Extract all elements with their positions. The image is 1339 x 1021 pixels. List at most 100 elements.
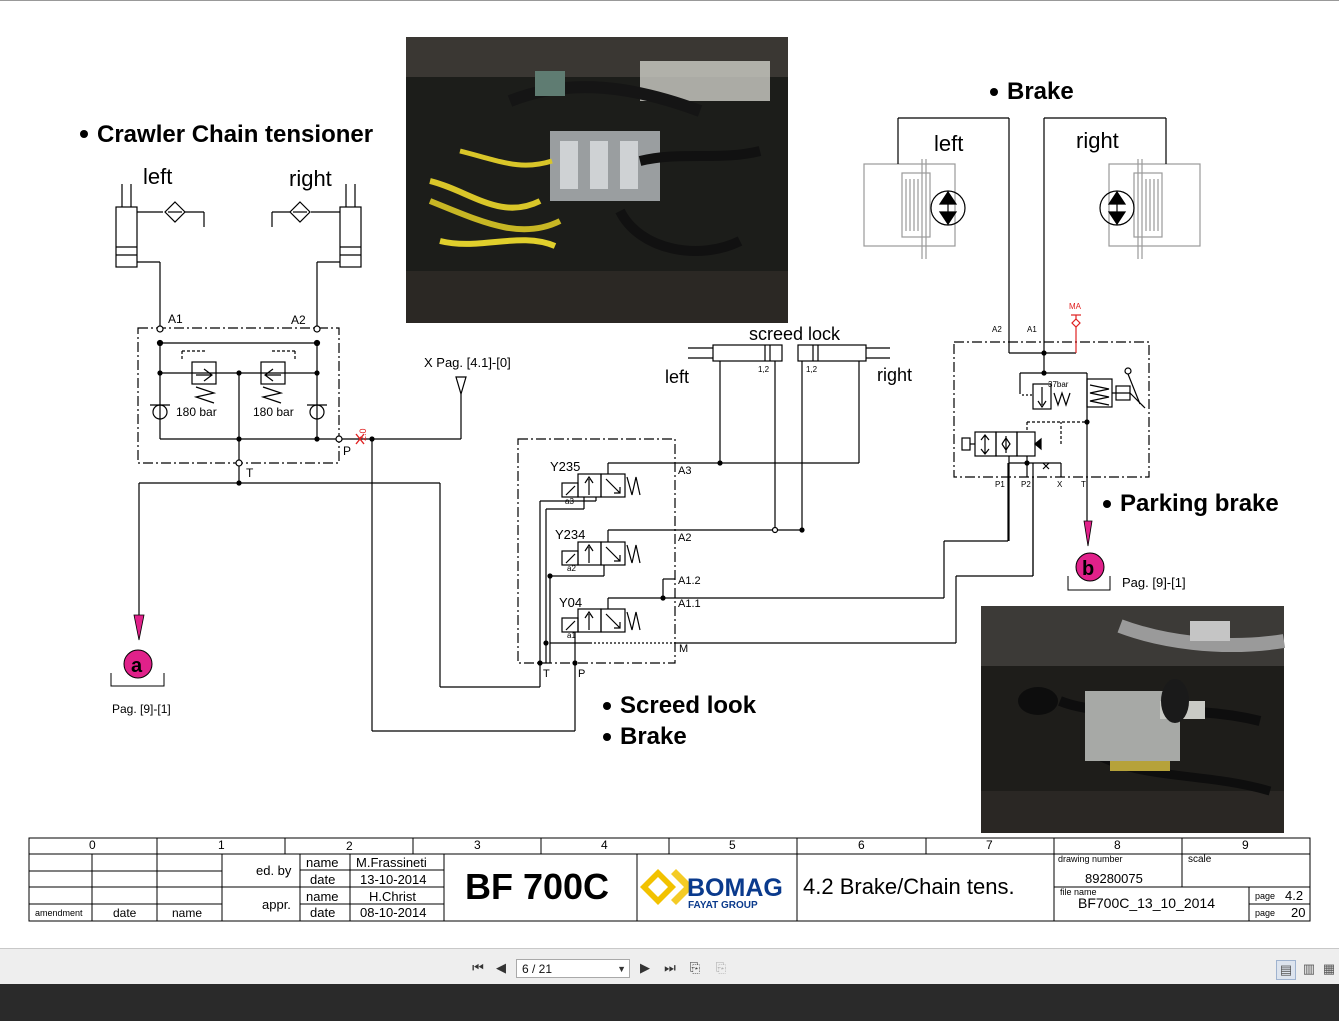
valve-y234: Y234 (555, 527, 585, 542)
page-indicator: 6 / 21 (522, 962, 553, 976)
bottom-bar (0, 984, 1339, 1021)
red-x-mark (355, 433, 365, 445)
last-page-icon[interactable]: ⏭ (664, 960, 676, 975)
file-name-label: file name (1060, 887, 1097, 897)
port-t: T (246, 466, 254, 480)
coil-a2: a2 (567, 564, 576, 573)
brake-right-label: right (1076, 128, 1119, 153)
page-label-1: page (1255, 891, 1275, 901)
brake-title: Brake (1007, 78, 1074, 105)
ma-test-port (1071, 314, 1081, 353)
port-A3: A3 (678, 465, 691, 477)
drawing-number: 89280075 (1085, 871, 1143, 886)
valve-y04: Y04 (559, 595, 582, 610)
port-M: M (679, 643, 688, 655)
screed-num-1: 1,2 (758, 365, 770, 374)
col-3: 3 (474, 838, 481, 852)
pag-a: Pag. [9]-[1] (112, 702, 171, 716)
col-9: 9 (1242, 838, 1249, 852)
crawler-left-label: left (143, 164, 172, 189)
single-page-view-icon[interactable]: ▤ (1276, 960, 1296, 980)
date2-value: 08-10-2014 (360, 905, 427, 920)
col-0: 0 (89, 838, 96, 852)
model-name: BF 700C (465, 866, 609, 907)
title-block (28, 837, 1311, 922)
ed-by-label: ed. by (256, 863, 292, 878)
port-p: P (343, 444, 351, 458)
date1-label: date (310, 872, 335, 887)
previous-page-icon[interactable]: ◀ (496, 960, 506, 975)
port-P-screed: P (578, 668, 585, 680)
pag-b: Pag. [9]-[1] (1122, 575, 1186, 590)
crawler-title: Crawler Chain tensioner (97, 121, 373, 148)
marker-b: b (1082, 558, 1094, 580)
first-page-icon[interactable]: ⏮ (472, 960, 484, 975)
name1-value: M.Frassineti (356, 855, 427, 870)
page-value-1: 4.2 (1285, 888, 1303, 903)
go-back-icon[interactable]: ⎘ (689, 960, 701, 975)
col-2: 2 (346, 839, 353, 853)
bomag-logo (640, 869, 694, 905)
hydraulic-schematic: Crawler Chain tensioner left right A1 A2… (28, 37, 1311, 922)
valve-y235: Y235 (550, 459, 580, 474)
date-col-label: date (113, 906, 137, 920)
screed-lock-block (517, 344, 1034, 687)
brake-left-label: left (934, 131, 963, 156)
col-5: 5 (729, 838, 736, 852)
continuous-view-icon[interactable]: ▥ (1302, 961, 1316, 976)
scale-label: scale (1188, 854, 1212, 865)
page-label-2: page (1255, 908, 1275, 918)
screed-num-2: 1,2 (806, 365, 818, 374)
pressure-right: 180 bar (253, 405, 294, 419)
drawing-sheet: Crawler Chain tensioner left right A1 A2… (0, 0, 1339, 922)
facing-view-icon[interactable]: ▦ (1322, 961, 1336, 976)
pb-port-x: X (1057, 480, 1063, 489)
port-T-screed: T (543, 668, 550, 680)
name2-value: H.Christ (369, 889, 416, 904)
col-7: 7 (986, 838, 993, 852)
screed-right-label: right (877, 365, 912, 385)
brand-subtitle: FAYAT GROUP (688, 900, 758, 911)
port-a1: A1 (168, 312, 183, 326)
name-col-label: name (172, 906, 202, 920)
date1-value: 13-10-2014 (360, 872, 427, 887)
col-4: 4 (601, 838, 608, 852)
crawler-right-label: right (289, 166, 332, 191)
amendment-label: amendment (35, 908, 83, 918)
x-page-ref: X Pag. [4.1]-[0] (424, 355, 511, 370)
screed-left-label: left (665, 367, 689, 387)
marker-a: a (131, 655, 143, 677)
photo-parking-brake (981, 606, 1286, 833)
photo-valve-block (406, 37, 788, 323)
col-8: 8 (1114, 838, 1121, 852)
pb-port-p2: P2 (1021, 480, 1031, 489)
screed-lock-label: screed lock (749, 324, 841, 344)
port-a2: A2 (291, 313, 306, 327)
name1-label: name (306, 855, 339, 870)
crawler-chain-tensioner (115, 184, 576, 732)
date2-label: date (310, 905, 335, 920)
page-value-2: 20 (1291, 905, 1305, 920)
coil-a3: a3 (565, 497, 574, 506)
brake-motors (863, 117, 1201, 353)
pb-port-a2: A2 (992, 325, 1002, 334)
parking-brake-valve (953, 341, 1150, 576)
red-code: 2.0 (358, 428, 368, 441)
coil-a1: a1 (567, 631, 576, 640)
col-1: 1 (218, 838, 225, 852)
sheet-title: 4.2 Brake/Chain tens. (803, 874, 1015, 899)
next-page-icon[interactable]: ▶ (640, 960, 650, 975)
name2-label: name (306, 889, 339, 904)
pb-port-p1: P1 (995, 480, 1005, 489)
page-select[interactable]: 6 / 21 ▼ (516, 959, 630, 978)
brand-name: BOMAG (687, 874, 783, 902)
title-block-text: 0 1 2 3 4 5 6 7 8 9 ed. by appr. name M.… (35, 838, 1305, 920)
col-6: 6 (858, 838, 865, 852)
pb-port-t: T (1081, 480, 1086, 489)
pressure-left: 180 bar (176, 405, 217, 419)
file-name: BF700C_13_10_2014 (1078, 895, 1215, 911)
chevron-down-icon: ▼ (617, 964, 626, 974)
port-A2-screed: A2 (678, 532, 691, 544)
go-forward-icon[interactable]: ⎘ (715, 960, 727, 975)
viewer-toolbar (0, 948, 1339, 985)
